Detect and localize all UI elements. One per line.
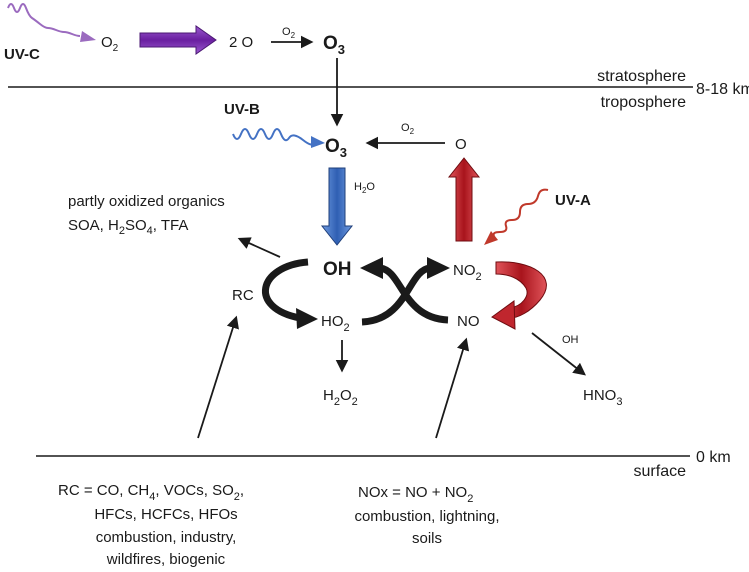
no-species: NO bbox=[457, 313, 480, 330]
oh-species: OH bbox=[323, 259, 352, 280]
uvb-wave-arrowhead-icon bbox=[311, 136, 325, 148]
trop-o-atom: O bbox=[455, 136, 467, 153]
h2o-label: H2O bbox=[354, 181, 375, 195]
no-no2-arrowhead-icon bbox=[427, 257, 450, 279]
red-cycle-arrowhead-icon bbox=[491, 300, 516, 330]
trop-o3: O3 bbox=[325, 136, 347, 160]
nox-sources-line3: soils bbox=[412, 530, 442, 547]
uvb-wave-icon bbox=[232, 128, 316, 146]
rc-emission-arrow bbox=[197, 315, 239, 439]
surface-altitude-label: 0 km bbox=[696, 449, 731, 466]
uvb-label: UV-B bbox=[224, 101, 260, 118]
no-to-no2-arrow bbox=[361, 264, 431, 326]
oh-small-label: OH bbox=[562, 334, 579, 346]
tropopause-altitude-label: 8-18 km bbox=[696, 81, 749, 98]
hno3-species: HNO3 bbox=[583, 387, 622, 408]
ho2-oh-arrowhead-icon bbox=[360, 257, 383, 279]
strat-o2: O2 bbox=[101, 34, 119, 54]
uvc-wave-icon bbox=[7, 3, 81, 37]
uva-label: UV-A bbox=[555, 192, 591, 209]
rc-sources-line2: HFCs, HCFCs, HFOs bbox=[94, 506, 237, 523]
troposphere-label: troposphere bbox=[601, 94, 686, 111]
h2o2-species: H2O2 bbox=[323, 387, 358, 408]
rc-species: RC bbox=[232, 287, 254, 304]
nox-sources-line2: combustion, lightning, bbox=[354, 508, 499, 525]
no2-species: NO2 bbox=[453, 262, 482, 283]
strat-catalyst-o2: O2 bbox=[282, 26, 296, 40]
uva-wave-icon bbox=[492, 188, 549, 237]
uvc-wave-arrowhead-icon bbox=[80, 31, 96, 42]
ho2-species: HO2 bbox=[321, 313, 350, 334]
uvc-purple-arrow bbox=[139, 25, 217, 55]
products-line2: SOA, H2SO4, TFA bbox=[68, 217, 188, 237]
products-line1: partly oxidized organics bbox=[68, 193, 225, 210]
rc-to-products-arrow bbox=[237, 237, 281, 258]
rc-sources-line4: wildfires, biogenic bbox=[106, 551, 226, 568]
uva-wave-arrowhead-icon bbox=[484, 231, 498, 245]
trop-o2-label: O2 bbox=[401, 122, 415, 136]
stratosphere-label: stratosphere bbox=[597, 68, 686, 85]
surface-label: surface bbox=[634, 463, 687, 480]
nox-emission-arrow bbox=[435, 337, 470, 439]
rc-cycle-arrowhead-icon bbox=[296, 308, 318, 329]
strat-o3: O3 bbox=[323, 33, 345, 57]
strat-two-o: 2 O bbox=[229, 34, 253, 51]
no-to-hno3-arrow bbox=[531, 332, 586, 376]
o3-to-oh-blue-arrow bbox=[320, 167, 354, 246]
no2-photolysis-red-arrow bbox=[447, 157, 481, 242]
rc-oh-ho2-cycle-arrow bbox=[261, 258, 309, 322]
nox-sources-line1: NOx = NO + NO2 bbox=[358, 484, 473, 505]
rc-sources-line1: RC = CO, CH4, VOCs, SO2, bbox=[58, 482, 244, 503]
rc-sources-line3: combustion, industry, bbox=[96, 529, 237, 546]
uvc-label: UV-C bbox=[4, 46, 40, 63]
